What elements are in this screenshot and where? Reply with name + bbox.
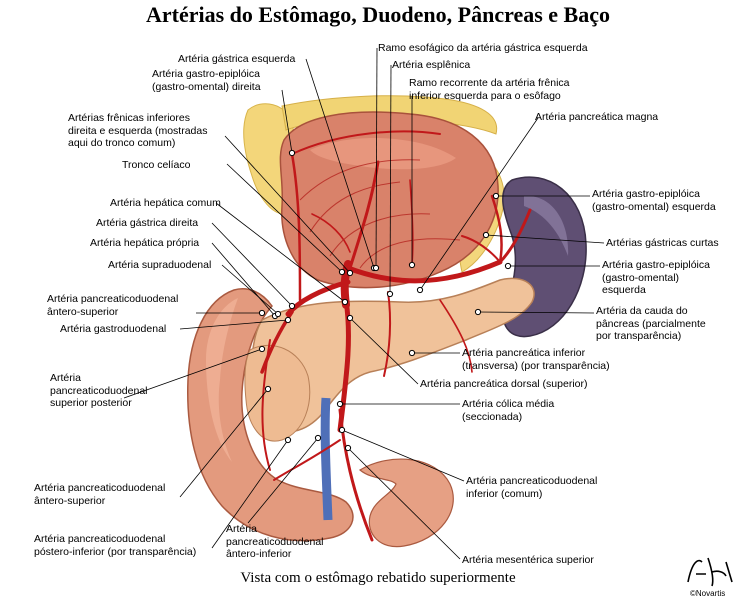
leader-esplenica — [389, 64, 392, 295]
leader-pd-antero-superior-2 — [179, 388, 269, 498]
leader-pd-postero-inferior — [211, 439, 289, 549]
label-colica-media: Artéria cólica média (seccionada) — [462, 398, 555, 423]
leader-lines — [123, 47, 605, 560]
marker-pd-antero-superior-2 — [264, 385, 272, 393]
leader-pd-antero-inferior — [247, 437, 319, 524]
marker-frenicas-inferiores — [346, 269, 354, 277]
plate-title: Artérias do Estômago, Duodeno, Pâncreas … — [146, 2, 610, 27]
marker-supraduodenal — [274, 310, 282, 318]
label-pd-superior-posterior: Artéria pancreaticoduodenal superior pos… — [50, 372, 148, 409]
label-esplenica: Artéria esplênica — [392, 59, 471, 71]
marker-pd-antero-superior-1 — [258, 309, 266, 317]
leader-pancreatica-dorsal — [349, 317, 419, 385]
marker-colica-media — [336, 400, 344, 408]
spleen-highlight — [524, 195, 569, 256]
label-ramo-esofagico: Ramo esofágico da artéria gástrica esque… — [378, 42, 588, 54]
label-pd-postero-inferior: Artéria pancreaticoduodenal póstero-infe… — [34, 533, 197, 558]
mesenteric-vein — [320, 397, 333, 521]
marker-ramo-esofagico — [372, 264, 380, 272]
label-gastro-epiploica-esquerda-2: Artéria gastro-epiplóica (gastro-omental… — [602, 259, 710, 296]
leader-gastricas-curtas — [485, 234, 605, 244]
marker-pancreatica-dorsal — [346, 314, 354, 322]
label-frenicas-inferiores: Artérias frênicas inferiores direita e e… — [68, 112, 208, 149]
stomach-highlight — [310, 138, 456, 170]
label-pd-antero-superior-1: Artéria pancreaticoduodenal ântero-super… — [47, 293, 179, 318]
label-pd-antero-inferior: Artéria pancreaticoduodenal ântero-infer… — [226, 523, 324, 560]
leader-pancreatica-magna — [419, 117, 539, 291]
label-gastroduodenal: Artéria gastroduodenal — [60, 323, 167, 335]
label-pancreatica-inferior: Artéria pancreática inferior (transversa… — [462, 347, 610, 372]
marker-pancreatica-magna — [416, 286, 424, 294]
leader-gastrica-direita — [211, 222, 293, 307]
marker-ramo-recorrente — [408, 261, 416, 269]
marker-pd-superior-posterior — [258, 345, 266, 353]
label-pd-inferior-comum: Artéria pancreaticoduodenal inferior (co… — [466, 475, 598, 500]
leader-gastro-epiploica-direita — [281, 89, 293, 154]
marker-gastro-epiploica-esquerda-2 — [504, 262, 512, 270]
leader-gastrica-esquerda — [305, 58, 375, 269]
label-gastrica-esquerda: Artéria gástrica esquerda — [178, 53, 296, 65]
leader-hepatica-comum — [215, 202, 346, 303]
label-pd-antero-superior-2: Artéria pancreaticoduodenal ântero-super… — [34, 482, 166, 507]
leader-ramo-esofagico — [375, 47, 378, 269]
arteries — [260, 130, 532, 542]
label-ramo-recorrente: Ramo recorrente da artéria frênica infer… — [409, 77, 570, 102]
label-gastro-epiploica-direita: Artéria gastro-epiplóica (gastro-omental… — [152, 68, 261, 93]
label-hepatica-propria: Artéria hepática própria — [90, 237, 200, 249]
leader-pd-superior-posterior — [123, 348, 263, 399]
label-tronco-celiaco: Tronco celíaco — [122, 159, 191, 171]
plate-caption: Vista com o estômago rebatido superiorme… — [240, 570, 516, 586]
label-pancreatica-dorsal: Artéria pancreática dorsal (superior) — [420, 378, 588, 390]
leader-pd-inferior-comum — [341, 429, 465, 482]
leader-cauda-pancreas — [477, 311, 595, 314]
leader-mesenterica-superior — [347, 447, 461, 560]
pancreas-head — [244, 344, 311, 442]
label-gastricas-curtas: Artérias gástricas curtas — [606, 237, 719, 249]
label-pancreatica-magna: Artéria pancreática magna — [535, 111, 659, 123]
leader-frenicas-inferiores — [224, 135, 351, 274]
duodenum — [187, 288, 354, 542]
label-hepatica-comum: Artéria hepática comum — [110, 197, 221, 209]
marker-pd-inferior-comum — [338, 426, 346, 434]
copyright-notice: ©Novartis — [690, 589, 726, 598]
label-gastrica-direita: Artéria gástrica direita — [96, 217, 199, 229]
artist-signature-mark — [687, 557, 733, 587]
label-cauda-pancreas: Artéria da cauda do pâncreas (parcialmen… — [596, 305, 706, 342]
marker-pancreatica-inferior — [408, 349, 416, 357]
marker-tronco-celiaco — [338, 268, 346, 276]
marker-gastricas-curtas — [482, 231, 490, 239]
marker-mesenterica-superior — [344, 444, 352, 452]
leader-tronco-celiaco — [226, 163, 343, 273]
leader-hepatica-propria — [211, 242, 276, 317]
label-supraduodenal: Artéria supraduodenal — [108, 259, 212, 271]
marker-esplenica — [386, 290, 394, 298]
label-gastro-epiploica-esquerda-1: Artéria gastro-epiplóica (gastro-omental… — [592, 188, 716, 213]
marker-hepatica-comum — [341, 298, 349, 306]
marker-gastroduodenal — [284, 316, 292, 324]
marker-pd-postero-inferior — [284, 436, 292, 444]
jejunum — [358, 458, 454, 548]
marker-pd-antero-inferior — [314, 434, 322, 442]
leader-gastroduodenal — [179, 319, 289, 330]
stomach-branches — [299, 159, 461, 269]
duodenum-highlight — [206, 298, 238, 462]
marker-gastro-epiploica-esquerda-1 — [492, 192, 500, 200]
marker-gastrica-direita — [288, 302, 296, 310]
leader-supraduodenal — [221, 264, 279, 315]
marker-gastro-epiploica-direita — [288, 149, 296, 157]
label-markers — [258, 149, 512, 452]
label-mesenterica-superior: Artéria mesentérica superior — [462, 554, 594, 566]
marker-cauda-pancreas — [474, 308, 482, 316]
